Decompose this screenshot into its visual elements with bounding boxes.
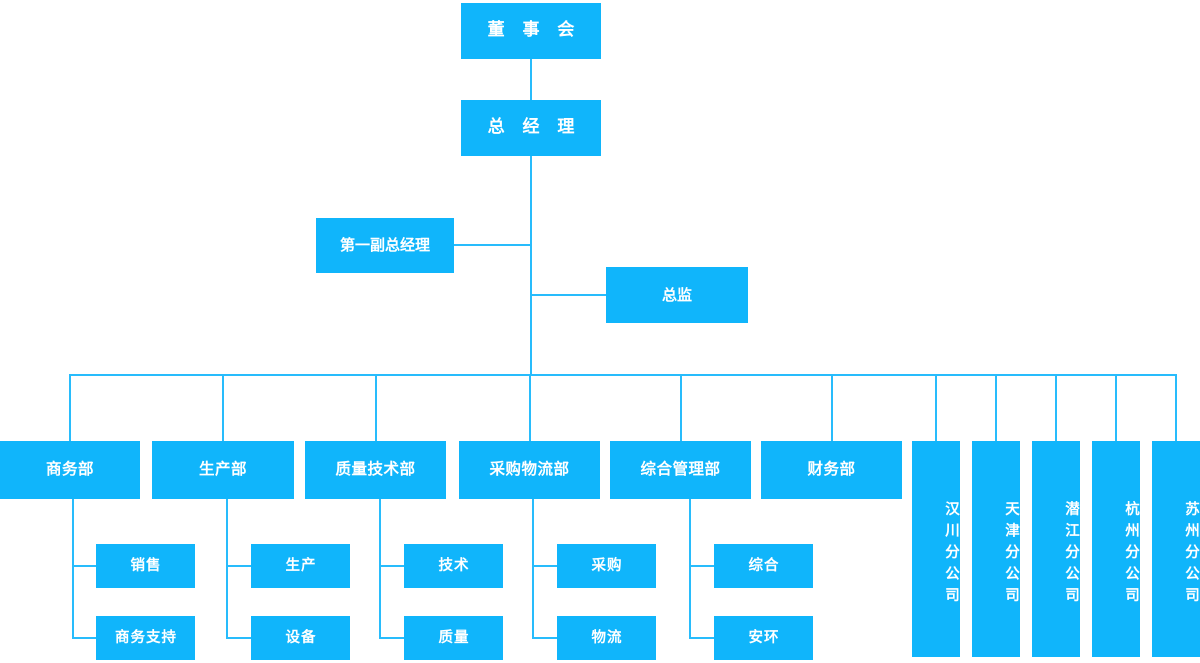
node-subdepartment-0-0[interactable]: 销售 bbox=[96, 544, 195, 588]
connector-dept-0-to-sub-1 bbox=[72, 637, 96, 639]
node-department-3[interactable]: 采购物流部 bbox=[459, 441, 600, 499]
connector-dept-4-stem bbox=[689, 499, 691, 638]
node-subdepartment-4-1[interactable]: 安环 bbox=[714, 616, 813, 660]
connector-bus-to-dept-3 bbox=[529, 374, 531, 441]
node-subdepartment-1-1[interactable]: 设备 bbox=[251, 616, 350, 660]
connector-bus-to-dept-0 bbox=[69, 374, 71, 441]
connector-bus-to-dept-1 bbox=[222, 374, 224, 441]
node-director[interactable]: 总监 bbox=[606, 267, 748, 323]
connector-dept-1-stem bbox=[226, 499, 228, 638]
node-department-1[interactable]: 生产部 bbox=[152, 441, 294, 499]
node-subdepartment-2-0[interactable]: 技术 bbox=[404, 544, 503, 588]
node-department-0[interactable]: 商务部 bbox=[0, 441, 140, 499]
node-subdepartment-0-1[interactable]: 商务支持 bbox=[96, 616, 195, 660]
connector-dept-1-to-sub-0 bbox=[226, 565, 251, 567]
connector-dept-4-to-sub-0 bbox=[689, 565, 714, 567]
connector-spine-to-first-deputy-gm bbox=[454, 244, 531, 246]
node-subdepartment-2-1[interactable]: 质量 bbox=[404, 616, 503, 660]
node-branch-2[interactable]: 潜江分公司 bbox=[1032, 441, 1080, 657]
connector-dept-2-to-sub-0 bbox=[379, 565, 404, 567]
connector-bus-to-dept-4 bbox=[680, 374, 682, 441]
connector-dept-0-to-sub-0 bbox=[72, 565, 96, 567]
connector-bus-to-branch-4 bbox=[1175, 374, 1177, 441]
connector-bus-to-branch-3 bbox=[1115, 374, 1117, 441]
connector-bus-to-dept-2 bbox=[375, 374, 377, 441]
node-department-5[interactable]: 财务部 bbox=[761, 441, 902, 499]
node-subdepartment-3-1[interactable]: 物流 bbox=[557, 616, 656, 660]
node-board-of-directors[interactable]: 董 事 会 bbox=[461, 3, 601, 59]
connector-board-to-gm bbox=[530, 59, 532, 100]
connector-dept-0-stem bbox=[72, 499, 74, 638]
node-branch-3[interactable]: 杭州分公司 bbox=[1092, 441, 1140, 657]
connector-dept-1-to-sub-1 bbox=[226, 637, 251, 639]
connector-bus-to-branch-0 bbox=[935, 374, 937, 441]
node-first-deputy-general-manager[interactable]: 第一副总经理 bbox=[316, 218, 454, 273]
connector-dept-4-to-sub-1 bbox=[689, 637, 714, 639]
node-branch-1[interactable]: 天津分公司 bbox=[972, 441, 1020, 657]
node-subdepartment-1-0[interactable]: 生产 bbox=[251, 544, 350, 588]
connector-dept-3-to-sub-1 bbox=[532, 637, 557, 639]
node-subdepartment-4-0[interactable]: 综合 bbox=[714, 544, 813, 588]
connector-department-bus bbox=[69, 374, 1177, 376]
connector-dept-2-to-sub-1 bbox=[379, 637, 404, 639]
connector-dept-3-stem bbox=[532, 499, 534, 638]
connector-bus-to-branch-1 bbox=[995, 374, 997, 441]
node-branch-0[interactable]: 汉川分公司 bbox=[912, 441, 960, 657]
node-subdepartment-3-0[interactable]: 采购 bbox=[557, 544, 656, 588]
node-department-2[interactable]: 质量技术部 bbox=[305, 441, 446, 499]
connector-spine-to-director bbox=[530, 294, 608, 296]
node-branch-4[interactable]: 苏州分公司 bbox=[1152, 441, 1200, 657]
connector-bus-to-branch-2 bbox=[1055, 374, 1057, 441]
node-department-4[interactable]: 综合管理部 bbox=[610, 441, 751, 499]
node-general-manager[interactable]: 总 经 理 bbox=[461, 100, 601, 156]
connector-bus-to-dept-5 bbox=[831, 374, 833, 441]
connector-main-spine bbox=[530, 156, 532, 375]
connector-dept-3-to-sub-0 bbox=[532, 565, 557, 567]
connector-dept-2-stem bbox=[379, 499, 381, 638]
